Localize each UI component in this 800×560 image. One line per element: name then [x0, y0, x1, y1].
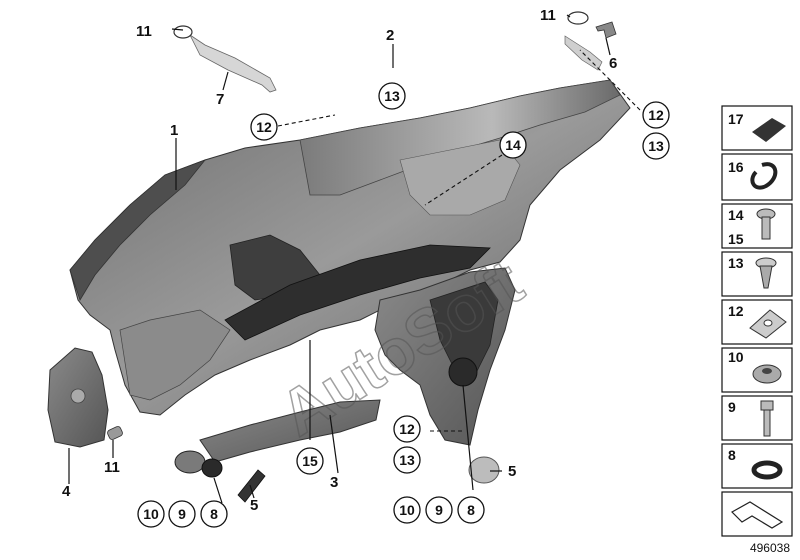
svg-text:15: 15 [302, 453, 318, 469]
label-7: 7 [216, 91, 224, 108]
dashboard-carrier-part [69, 79, 631, 416]
label-2: 2 [386, 27, 394, 44]
circle-9-left: 9 [168, 500, 196, 528]
svg-text:9: 9 [728, 399, 736, 415]
svg-text:12: 12 [728, 303, 744, 319]
svg-text:13: 13 [648, 138, 664, 154]
legend-cell-12: 12 [721, 299, 793, 345]
svg-text:8: 8 [210, 506, 218, 522]
label-5-right: 5 [508, 463, 516, 480]
left-end-trim-part [47, 347, 109, 448]
legend-cell-arrow [721, 491, 793, 537]
svg-text:8: 8 [467, 502, 475, 518]
leader-lines [68, 14, 641, 504]
vent-nozzle-left-part [174, 450, 266, 503]
label-11-top-right: 11 [540, 7, 556, 24]
svg-text:9: 9 [178, 506, 186, 522]
circle-13-top: 13 [378, 82, 406, 110]
svg-text:16: 16 [728, 159, 744, 175]
svg-text:13: 13 [399, 452, 415, 468]
bolt-icon [760, 400, 774, 411]
legend-cell-14-15: 14 15 [721, 203, 793, 249]
label-5-left: 5 [250, 497, 258, 514]
svg-text:8: 8 [728, 447, 736, 463]
lower-trim-part [199, 399, 381, 463]
circle-13-mid: 13 [393, 446, 421, 474]
diagram-number: 496038 [750, 541, 790, 555]
label-6: 6 [609, 55, 617, 72]
svg-text:13: 13 [384, 88, 400, 104]
circle-12-right: 12 [642, 101, 670, 129]
label-3: 3 [330, 474, 338, 491]
circled-labels: 13 12 12 13 14 15 12 13 10 9 8 10 9 8 [137, 82, 670, 528]
circle-8-left: 8 [200, 500, 228, 528]
svg-text:10: 10 [143, 506, 159, 522]
clip-ring-icon [750, 162, 778, 190]
svg-text:13: 13 [728, 255, 744, 271]
svg-text:9: 9 [435, 502, 443, 518]
label-11-bottom: 11 [104, 459, 120, 476]
parts-legend: 17 16 14 15 13 12 [721, 105, 793, 537]
label-4: 4 [62, 483, 71, 500]
clip-part-bottom [107, 426, 123, 440]
legend-cell-8: 8 [721, 443, 793, 489]
circle-8-right: 8 [457, 496, 485, 524]
svg-text:10: 10 [399, 502, 415, 518]
cable-strap-part [173, 25, 277, 93]
circle-12-mid: 12 [393, 415, 421, 443]
glovebox-housing-part [374, 267, 516, 446]
label-1: 1 [170, 122, 178, 139]
circle-14: 14 [499, 131, 527, 159]
svg-text:12: 12 [648, 107, 664, 123]
washer-icon [751, 460, 783, 480]
circle-10-right: 10 [393, 496, 421, 524]
label-11-top-left: 11 [136, 23, 152, 40]
legend-cell-16: 16 [721, 153, 793, 201]
legend-cell-17: 17 [721, 105, 793, 151]
legend-cell-9: 9 [721, 395, 793, 441]
circle-15: 15 [296, 447, 324, 475]
circle-9-right: 9 [425, 496, 453, 524]
svg-text:12: 12 [256, 119, 272, 135]
pad-icon [752, 118, 786, 142]
legend-cell-13: 13 [721, 251, 793, 297]
circle-10-left: 10 [137, 500, 165, 528]
circle-12-top: 12 [250, 113, 278, 141]
legend-cell-10: 10 [721, 347, 793, 393]
callout-labels: 11 7 2 11 6 1 4 11 3 5 5 [62, 7, 617, 514]
svg-text:14: 14 [505, 137, 521, 153]
svg-text:17: 17 [728, 111, 744, 127]
svg-text:12: 12 [399, 421, 415, 437]
arrow-icon [731, 501, 784, 529]
svg-text:15: 15 [728, 231, 744, 247]
cover-cap-part [468, 456, 500, 484]
svg-text:10: 10 [728, 349, 744, 365]
svg-text:14: 14 [728, 207, 744, 223]
circle-13-right: 13 [642, 132, 670, 160]
